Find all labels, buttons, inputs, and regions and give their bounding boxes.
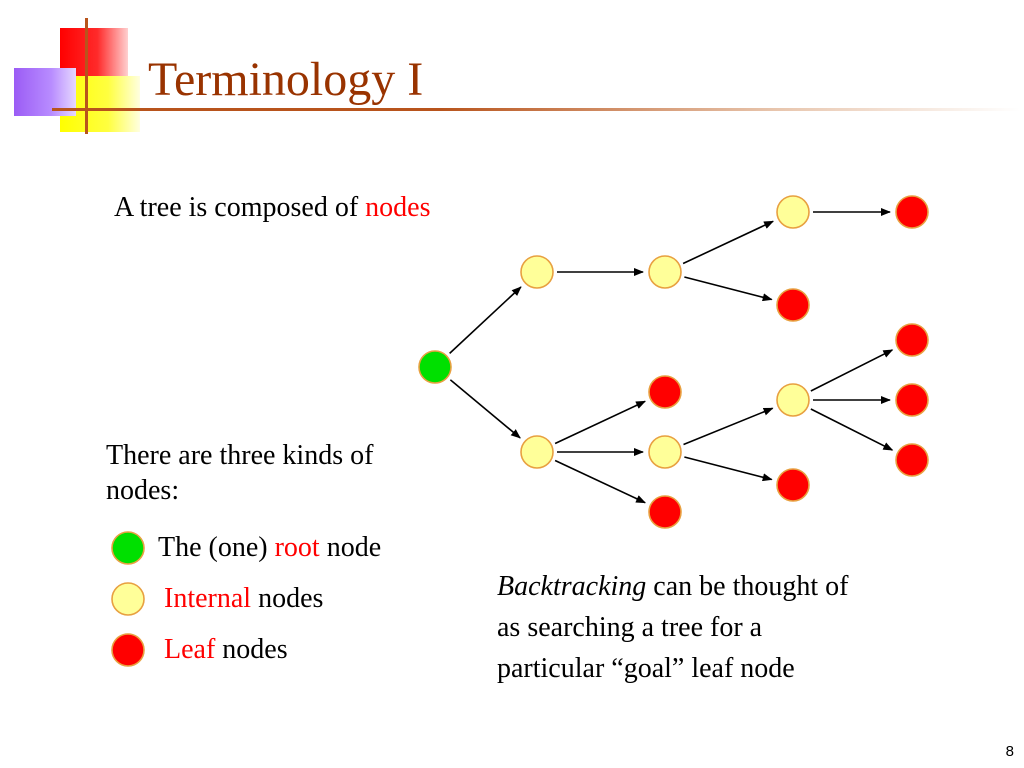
internal-node-d (520, 435, 554, 469)
node-kinds-intro-line1: There are three kinds of (106, 440, 374, 471)
legend-leaf-label: Leaf nodes (164, 633, 288, 667)
legend-internal-swatch (111, 582, 145, 616)
legend-root-prefix: The (one) (158, 532, 275, 563)
legend-root-suffix: node (319, 532, 382, 563)
leaf-node-l1 (895, 195, 929, 229)
legend-leaf-swatch (111, 633, 145, 667)
legend-leaf-suffix: nodes (215, 634, 288, 665)
root-node-root (418, 350, 452, 384)
internal-node-e (648, 435, 682, 469)
tree-nodes (418, 195, 929, 529)
leaf-node-l4 (648, 495, 682, 529)
node-kinds-intro-line2: nodes: (106, 475, 180, 506)
tree-caption: A tree is composed of nodes (114, 190, 431, 225)
backtracking-line1-rest: can be thought of (646, 571, 849, 602)
legend-swatches (111, 531, 145, 667)
edge-e-l5 (684, 456, 773, 482)
internal-node-a (520, 255, 554, 289)
tree-edges (449, 208, 894, 504)
leaf-node-l2 (776, 288, 810, 322)
edge-e-f (683, 407, 774, 446)
edge-root-d (449, 379, 521, 439)
edge-d-l3 (554, 400, 646, 445)
legend-internal-label: Internal nodes (164, 582, 323, 616)
tree-caption-text: A tree is composed of (114, 192, 366, 223)
legend-root-highlight: root (274, 532, 320, 563)
backtracking-emphasis: Backtracking (497, 571, 647, 602)
edge-b-c (682, 220, 774, 265)
backtracking-line1: Backtracking can be thought of (497, 566, 848, 607)
page-number: 8 (1005, 743, 1014, 760)
edge-f-l6 (810, 349, 894, 392)
leaf-node-l6 (895, 323, 929, 357)
slide-title: Terminology I (148, 53, 424, 106)
title-underline (52, 108, 1020, 111)
legend-root-label: The (one) root node (158, 531, 381, 565)
edge-root-a (449, 286, 522, 354)
leaf-node-l5 (776, 468, 810, 502)
legend-root-swatch (111, 531, 145, 565)
backtracking-line3: particular “goal” leaf node (497, 653, 795, 684)
internal-node-f (776, 383, 810, 417)
edge-f-l8 (810, 408, 894, 451)
legend-internal-highlight: Internal (164, 583, 252, 614)
internal-node-b (648, 255, 682, 289)
internal-node-c (776, 195, 810, 229)
decor-vertical-rule (85, 18, 88, 134)
tree-caption-highlight: nodes (365, 192, 431, 223)
leaf-node-l8 (895, 443, 929, 477)
leaf-node-l3 (648, 375, 682, 409)
legend-internal-suffix: nodes (251, 583, 324, 614)
legend-leaf-highlight: Leaf (164, 634, 216, 665)
node-kinds-intro: There are three kinds of nodes: (106, 438, 373, 508)
leaf-node-l7 (895, 383, 929, 417)
backtracking-paragraph: Backtracking can be thought of as search… (497, 566, 848, 689)
edge-b-l2 (684, 276, 773, 302)
backtracking-line2: as searching a tree for a (497, 612, 763, 643)
edge-d-l4 (554, 459, 646, 504)
